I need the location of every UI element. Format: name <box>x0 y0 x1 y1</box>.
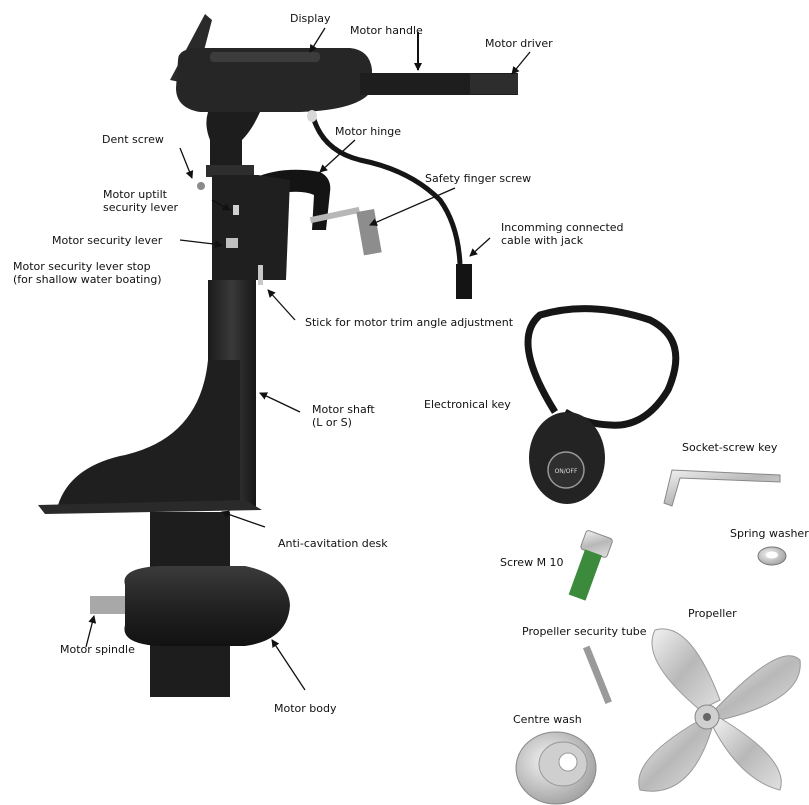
socket-screw-key <box>664 470 780 506</box>
key-lanyard <box>528 309 676 426</box>
label-cable-line1: Incomming connected <box>501 221 624 234</box>
dent-screw <box>197 182 205 190</box>
label-cable-line2: cable with jack <box>501 234 583 247</box>
label-shaft-line2: (L or S) <box>312 416 352 429</box>
label-propeller-tube: Propeller security tube <box>522 625 647 638</box>
label-motor-spindle: Motor spindle <box>60 643 135 656</box>
label-shaft-line1: Motor shaft <box>312 403 375 416</box>
label-screw-m10: Screw M 10 <box>500 556 564 569</box>
screw-m10 <box>564 530 613 603</box>
label-lever-stop-line2: (for shallow water boating) <box>13 273 162 286</box>
label-security-lever: Motor security lever <box>52 234 162 247</box>
label-lever-stop-line1: Motor security lever stop <box>13 260 151 273</box>
label-uptilt-line1: Motor uptilt <box>103 188 167 201</box>
label-motor-handle: Motor handle <box>350 24 423 37</box>
label-motor-driver: Motor driver <box>485 37 553 50</box>
label-safety-finger-screw: Safety finger screw <box>425 172 531 185</box>
key-button-text: ON/OFF <box>555 468 578 475</box>
label-display: Display <box>290 12 331 25</box>
label-centre-wash: Centre wash <box>513 713 582 726</box>
display-top <box>210 52 320 62</box>
label-trim-stick: Stick for motor trim angle adjustment <box>305 316 513 329</box>
neck-and-bracket <box>206 112 330 280</box>
propeller <box>639 629 801 791</box>
security-lever <box>226 238 238 248</box>
cable-jack <box>456 264 472 299</box>
neck <box>206 112 260 170</box>
label-motor-hinge: Motor hinge <box>335 125 401 138</box>
cable-connector <box>307 110 317 122</box>
safety-finger-screw-handle <box>356 209 381 255</box>
label-dent-screw: Dent screw <box>102 133 164 146</box>
label-spring-washer: Spring washer <box>730 527 809 540</box>
motor-driver-grip <box>470 74 518 94</box>
shaft-fairing <box>58 360 240 505</box>
label-uptilt-line2: security lever <box>103 201 178 214</box>
uptilt-lever <box>233 205 239 215</box>
motor-head <box>170 14 518 112</box>
trim-stick <box>258 265 263 285</box>
label-anti-cavitation: Anti-cavitation desk <box>278 537 388 550</box>
label-propeller: Propeller <box>688 607 737 620</box>
clamp-bracket <box>212 175 290 280</box>
label-electronical-key: Electronical key <box>424 398 511 411</box>
spring-washer-hole <box>766 552 778 559</box>
motor-body <box>124 566 290 646</box>
propeller-security-tube <box>583 646 612 704</box>
centre-wash <box>516 732 596 804</box>
label-motor-body: Motor body <box>274 702 337 715</box>
label-socket-screw-key: Socket-screw key <box>682 441 777 454</box>
